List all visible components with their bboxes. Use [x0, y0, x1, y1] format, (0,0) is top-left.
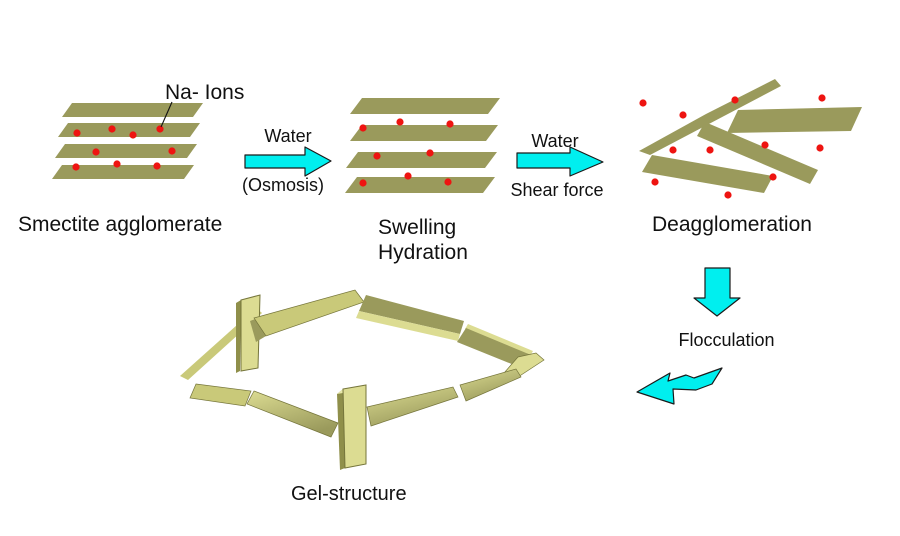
clay-plate	[359, 295, 464, 334]
na-ion-dot	[426, 149, 434, 157]
na-ions-pointer-line	[160, 101, 173, 128]
na-ion-dot	[129, 131, 137, 139]
clay-plate-front-edge	[356, 311, 460, 341]
na-ion-dot	[769, 173, 777, 181]
na-ion-dot	[73, 129, 81, 137]
stage-swelling-line1: Swelling	[378, 216, 457, 239]
na-ion-dot	[92, 148, 100, 156]
na-ion-dot	[761, 141, 769, 149]
na-ion-dot	[706, 146, 714, 154]
water-osmosis-right-arrow-icon	[244, 146, 332, 177]
clay-plate-side-face	[236, 300, 241, 373]
clay-plate	[697, 122, 818, 184]
clay-plate	[58, 123, 200, 137]
na-ion-dot	[444, 178, 452, 186]
na-ion-dot	[724, 191, 732, 199]
na-ion-dot	[651, 178, 659, 186]
smectite-stack	[52, 101, 203, 179]
na-ion-dot	[404, 172, 412, 180]
stage-gel-structure-label: Gel-structure	[291, 483, 407, 505]
stage-swelling-line2: Hydration	[378, 241, 468, 265]
clay-plate-vertical	[240, 294, 261, 372]
stage-smectite-label: Smectite agglomerate	[18, 213, 223, 236]
stage-swelling-label: Swelling Hydration	[378, 215, 468, 265]
na-ion-dot	[679, 111, 687, 119]
clay-plate	[459, 368, 522, 402]
clay-plate	[366, 386, 459, 427]
clay-plate	[350, 98, 500, 114]
flocculation-down-arrow-icon	[693, 267, 741, 317]
clay-plate	[639, 79, 781, 155]
na-ion-dot	[816, 144, 824, 152]
clay-plate	[253, 289, 365, 337]
clay-plate	[246, 390, 339, 438]
arrow-osmosis-top-label: Water	[264, 126, 312, 146]
na-ion-dot	[731, 96, 739, 104]
deagglomeration-plates	[639, 79, 862, 199]
na-ion-dot	[669, 146, 677, 154]
clay-plate	[727, 107, 862, 133]
na-ion-dot	[359, 124, 367, 132]
na-ion-dots	[359, 118, 454, 187]
stage-flocculation-label: Flocculation	[678, 330, 775, 350]
clay-plate	[642, 155, 773, 193]
na-ion-dot	[72, 163, 80, 171]
clay-plate	[350, 125, 498, 141]
clay-plate	[345, 177, 495, 193]
na-ion-dot	[446, 120, 454, 128]
arrow-shear-bottom-label: Shear force	[510, 180, 604, 200]
na-ion-dot	[108, 125, 116, 133]
na-ion-dots	[72, 125, 176, 171]
clay-plate-front-edge	[465, 324, 533, 356]
clay-plate	[55, 144, 197, 158]
na-ion-dot	[156, 125, 164, 133]
na-ion-dot	[359, 179, 367, 187]
na-ion-dot	[396, 118, 404, 126]
clay-plate	[457, 328, 531, 369]
na-ion-dot	[168, 147, 176, 155]
na-ions-label: Na- Ions	[165, 81, 245, 104]
na-ion-dots	[639, 94, 826, 199]
na-ion-dot	[639, 99, 647, 107]
clay-plate	[189, 383, 252, 407]
clay-plate	[62, 103, 203, 117]
na-ion-dot	[818, 94, 826, 102]
flocculation-left-arrow-icon	[636, 367, 723, 405]
water-shear-right-arrow-icon	[516, 146, 604, 177]
arrow-osmosis-bottom-label: (Osmosis)	[242, 175, 324, 195]
na-ion-dot	[373, 152, 381, 160]
arrow-shear-top-label: Water	[531, 131, 579, 151]
clay-plate-vertical	[342, 384, 367, 469]
stage-deagglomeration-label: Deagglomeration	[652, 213, 812, 236]
na-ion-dot	[153, 162, 161, 170]
swelling-stack	[345, 98, 500, 193]
na-ion-dot	[113, 160, 121, 168]
clay-plate	[346, 152, 497, 168]
clay-plate-side-face	[337, 389, 345, 470]
gel-structure-graphic	[180, 289, 545, 470]
